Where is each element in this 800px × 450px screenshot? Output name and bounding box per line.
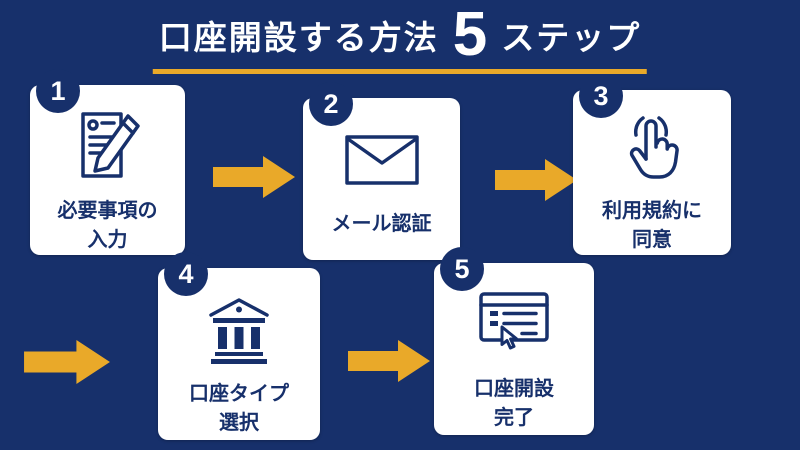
- title-step-count: 5: [452, 0, 488, 69]
- step-1-number-badge: 1: [36, 69, 80, 113]
- page-title: 口座開設する方法 5 ステップ: [152, 0, 648, 74]
- step-4-label: 口座タイプ 選択: [189, 380, 289, 438]
- title-prefix: 口座開設する方法: [158, 19, 439, 56]
- step-3-label-line1: 利用規約に: [602, 200, 702, 222]
- title-suffix: ステップ: [501, 19, 642, 56]
- step-2-label-line1: メール認証: [331, 213, 432, 235]
- step-4-label-line1: 口座タイプ: [189, 383, 289, 405]
- step-3-number-badge: 3: [579, 74, 623, 118]
- step-2-number-badge: 2: [309, 82, 353, 126]
- tap-hand-icon: [616, 104, 688, 195]
- step-1-label: 必要事項の 入力: [58, 197, 158, 255]
- step-3-label: 利用規約に 同意: [602, 197, 702, 255]
- step-5-label: 口座開設 完了: [474, 375, 554, 433]
- step-5-number-badge: 5: [440, 247, 484, 291]
- step-2-label: メール認証: [332, 210, 432, 239]
- step-card-1: 1 必要事項の 入力: [30, 69, 185, 255]
- step-4-number-badge: 4: [164, 252, 208, 296]
- step-arrow-1-right: [213, 156, 295, 198]
- envelope-icon: [344, 112, 420, 208]
- step-arrow-2-right: [495, 159, 577, 201]
- step-arrow-3-right: [22, 340, 112, 384]
- step-arrow-4-right: [348, 340, 430, 382]
- step-5-label-line2: 完了: [494, 407, 534, 429]
- step-3-label-line2: 同意: [632, 229, 672, 251]
- step-1-label-line1: 必要事項の: [57, 200, 158, 222]
- bank-icon: [203, 282, 275, 378]
- step-card-2: 2 メール認証: [303, 82, 460, 260]
- step-1-label-line2: 入力: [87, 229, 128, 251]
- step-card-3: 3 利用規約に 同意: [573, 74, 731, 255]
- step-card-5: 5 口座開設 完了: [434, 247, 594, 435]
- document-pencil-icon: [71, 99, 145, 195]
- step-card-4: 4 口座タイプ 選択: [158, 252, 320, 440]
- browser-complete-icon: [476, 277, 552, 373]
- step-4-label-line2: 選択: [219, 412, 259, 434]
- step-5-label-line1: 口座開設: [474, 378, 554, 400]
